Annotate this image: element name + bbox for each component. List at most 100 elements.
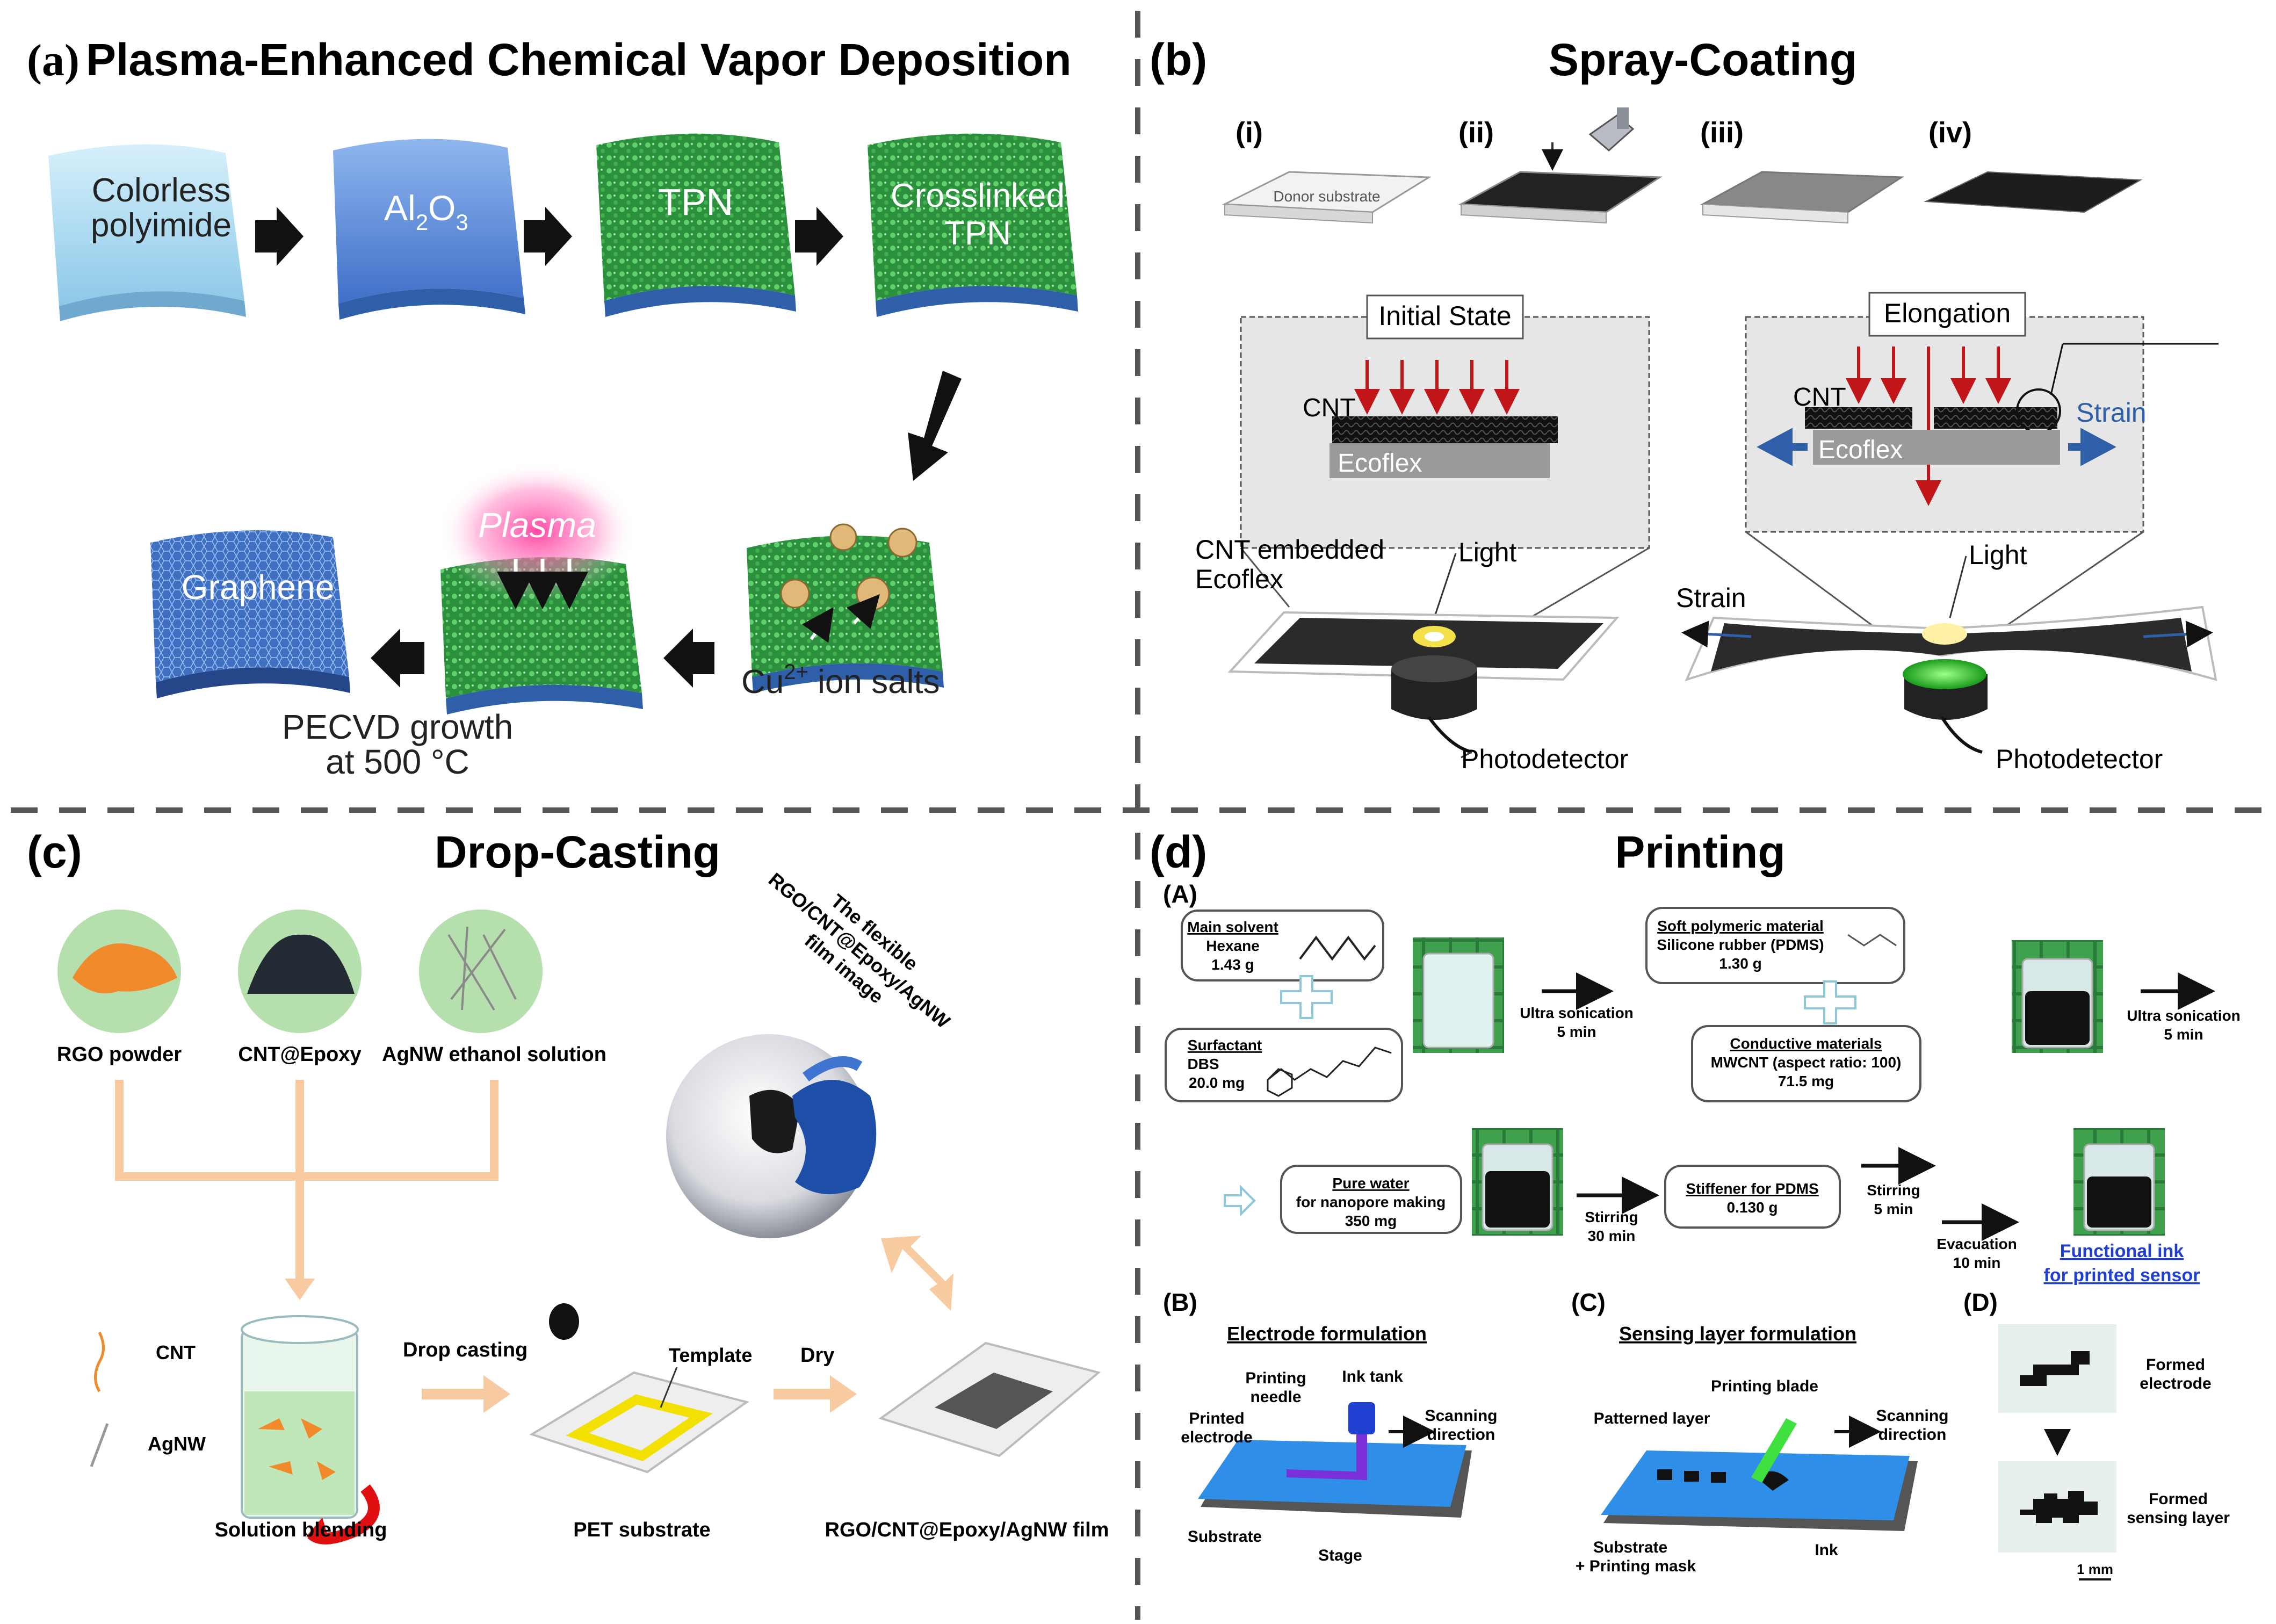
hexane-structure bbox=[1299, 935, 1376, 961]
stirring1-line2: 30 min bbox=[1588, 1228, 1636, 1244]
conductive-mass: 71.5 mg bbox=[1778, 1073, 1834, 1089]
agnw-sol-label: AgNW ethanol solution bbox=[382, 1043, 606, 1066]
formed-electrode-line2: electrode bbox=[2140, 1375, 2211, 1392]
printed-electrode-line1: Printed bbox=[1189, 1410, 1244, 1427]
tile-cu-ion: Cu2+ ion salts bbox=[741, 523, 944, 701]
device-elongation bbox=[1681, 605, 2217, 754]
vial-black-2 bbox=[1472, 1128, 1563, 1236]
pure-water-desc: for nanopore making bbox=[1296, 1194, 1446, 1210]
panel-b: (b) Spray-Coating (i) (ii) (iii) (iv) Do… bbox=[1150, 34, 2219, 774]
substrate-label-b: Substrate bbox=[1188, 1528, 1262, 1546]
beaker bbox=[241, 1315, 380, 1544]
scale-bar-label: 1 mm bbox=[2077, 1561, 2113, 1577]
panel-a-label: (a) bbox=[27, 35, 80, 85]
panel-c: (c) Drop-Casting RGO powder CNT@Epoxy Ag… bbox=[27, 827, 1109, 1544]
arrow-up-flex bbox=[881, 1236, 953, 1311]
mixing-connectors bbox=[115, 1080, 498, 1279]
plus-icon-2 bbox=[1804, 980, 1856, 1024]
step-iii: (iii) bbox=[1700, 117, 1744, 149]
photodetector-label-2: Photodetector bbox=[1996, 744, 2163, 774]
ultra1-line1: Ultra sonication bbox=[1520, 1005, 1634, 1021]
step1-line2: polyimide bbox=[91, 207, 232, 244]
tpn-label: TPN bbox=[658, 181, 733, 223]
soft-name: Silicone rubber (PDMS) bbox=[1657, 936, 1824, 953]
stirring1-line1: Stirring bbox=[1585, 1209, 1638, 1225]
ink-label: Ink bbox=[1815, 1541, 1838, 1559]
pet-template bbox=[529, 1303, 749, 1474]
functional-line1: Functional ink bbox=[2060, 1241, 2184, 1261]
formed-electrode-photo bbox=[1998, 1324, 2116, 1413]
printing-blade-icon bbox=[1751, 1418, 1797, 1483]
arrow-down bbox=[908, 371, 962, 481]
agnw-circle bbox=[419, 910, 543, 1033]
sub-c-label: (C) bbox=[1571, 1288, 1606, 1316]
vial-black-1 bbox=[2012, 940, 2103, 1053]
embedded-line2: Ecoflex bbox=[1195, 564, 1283, 594]
plus-icon-1 bbox=[1280, 975, 1333, 1019]
main-solvent-title: Main solvent bbox=[1187, 919, 1278, 935]
panel-c-label: (c) bbox=[27, 827, 82, 877]
step4-line2: TPN bbox=[944, 215, 1011, 252]
evacuation-line1: Evacuation bbox=[1937, 1236, 2017, 1252]
scanning2-line2: direction bbox=[1878, 1426, 1947, 1443]
panel-d-label: (d) bbox=[1150, 827, 1207, 877]
cnt-film bbox=[1924, 171, 2143, 213]
functional-line2: for printed sensor bbox=[2044, 1265, 2200, 1286]
soft-mass: 1.30 g bbox=[1719, 955, 1761, 972]
surfactant-title: Surfactant bbox=[1188, 1037, 1262, 1053]
panel-b-title: Spray-Coating bbox=[1549, 34, 1857, 85]
formed-sensing-photo bbox=[1998, 1461, 2116, 1553]
agnw-wires bbox=[447, 926, 517, 1011]
arrow-left-2 bbox=[371, 629, 424, 688]
stiffener-title: Stiffener for PDMS bbox=[1686, 1180, 1818, 1197]
panel-b-label: (b) bbox=[1150, 34, 1207, 85]
substrate-mask-line1: Substrate bbox=[1593, 1539, 1667, 1556]
panel-d-title: Printing bbox=[1615, 827, 1785, 877]
surfactant-mass: 20.0 mg bbox=[1189, 1074, 1245, 1091]
strain-label-box: Strain bbox=[2076, 398, 2147, 428]
cnt-legend-label: CNT bbox=[156, 1341, 196, 1363]
flexible-film-photo bbox=[666, 1034, 877, 1238]
tile-plasma: Plasma bbox=[438, 462, 643, 714]
spray-plate bbox=[1458, 107, 1663, 224]
drop-casting-label: Drop casting bbox=[403, 1339, 528, 1361]
panel-a-title: Plasma-Enhanced Chemical Vapor Depositio… bbox=[86, 34, 1072, 85]
pure-water-mass: 350 mg bbox=[1345, 1212, 1397, 1229]
tile-graphene: Graphene bbox=[150, 530, 350, 698]
scanning2-line1: Scanning bbox=[1876, 1407, 1948, 1425]
step4-line1: Crosslinked bbox=[891, 177, 1065, 214]
blade-label: Printing blade bbox=[1711, 1377, 1818, 1395]
blending-label: Solution blending bbox=[215, 1519, 387, 1541]
ultra2-line1: Ultra sonication bbox=[2127, 1007, 2241, 1024]
plasma-glow bbox=[438, 462, 637, 602]
plasma-label: Plasma bbox=[478, 505, 596, 545]
surfactant-name: DBS bbox=[1187, 1056, 1219, 1072]
panel-d: (d) Printing (A) Main solvent Hexane 1.4… bbox=[1150, 827, 2241, 1580]
step-iv: (iv) bbox=[1928, 117, 1972, 149]
sensing-stage bbox=[1601, 1418, 1918, 1531]
growth-line1: PECVD growth bbox=[282, 708, 513, 746]
stirring2-line2: 5 min bbox=[1874, 1201, 1913, 1217]
needle-line1: Printing bbox=[1245, 1369, 1306, 1387]
cnt-label-elong: CNT bbox=[1793, 383, 1846, 412]
electrode-title: Electrode formulation bbox=[1227, 1323, 1427, 1345]
initial-state-label: Initial State bbox=[1378, 301, 1511, 331]
elongation-label: Elongation bbox=[1884, 298, 2011, 328]
svg-text:RGO/CNT@Epoxy/AgNW: RGO/CNT@Epoxy/AgNW bbox=[764, 868, 955, 1033]
patterned-label: Patterned layer bbox=[1594, 1410, 1710, 1427]
pure-water-title: Pure water bbox=[1332, 1175, 1409, 1192]
printed-electrode-line2: electrode bbox=[1181, 1428, 1252, 1446]
arrow-right-2 bbox=[524, 207, 572, 266]
growth-line2: at 500 °C bbox=[326, 742, 469, 781]
template-label: Template bbox=[669, 1344, 752, 1366]
panel-a: (a) Plasma-Enhanced Chemical Vapor Depos… bbox=[27, 34, 1078, 781]
sensing-title: Sensing layer formulation bbox=[1619, 1323, 1856, 1345]
stirring2-line1: Stirring bbox=[1867, 1182, 1920, 1199]
pet-label: PET substrate bbox=[573, 1519, 711, 1541]
conductive-title: Conductive materials bbox=[1730, 1035, 1882, 1052]
arrow-right-3 bbox=[795, 207, 843, 266]
device-initial bbox=[1227, 611, 1620, 754]
needle-line2: needle bbox=[1250, 1388, 1301, 1406]
step-ii: (ii) bbox=[1458, 117, 1494, 149]
ecoflex-label-initial: Ecoflex bbox=[1338, 449, 1422, 478]
